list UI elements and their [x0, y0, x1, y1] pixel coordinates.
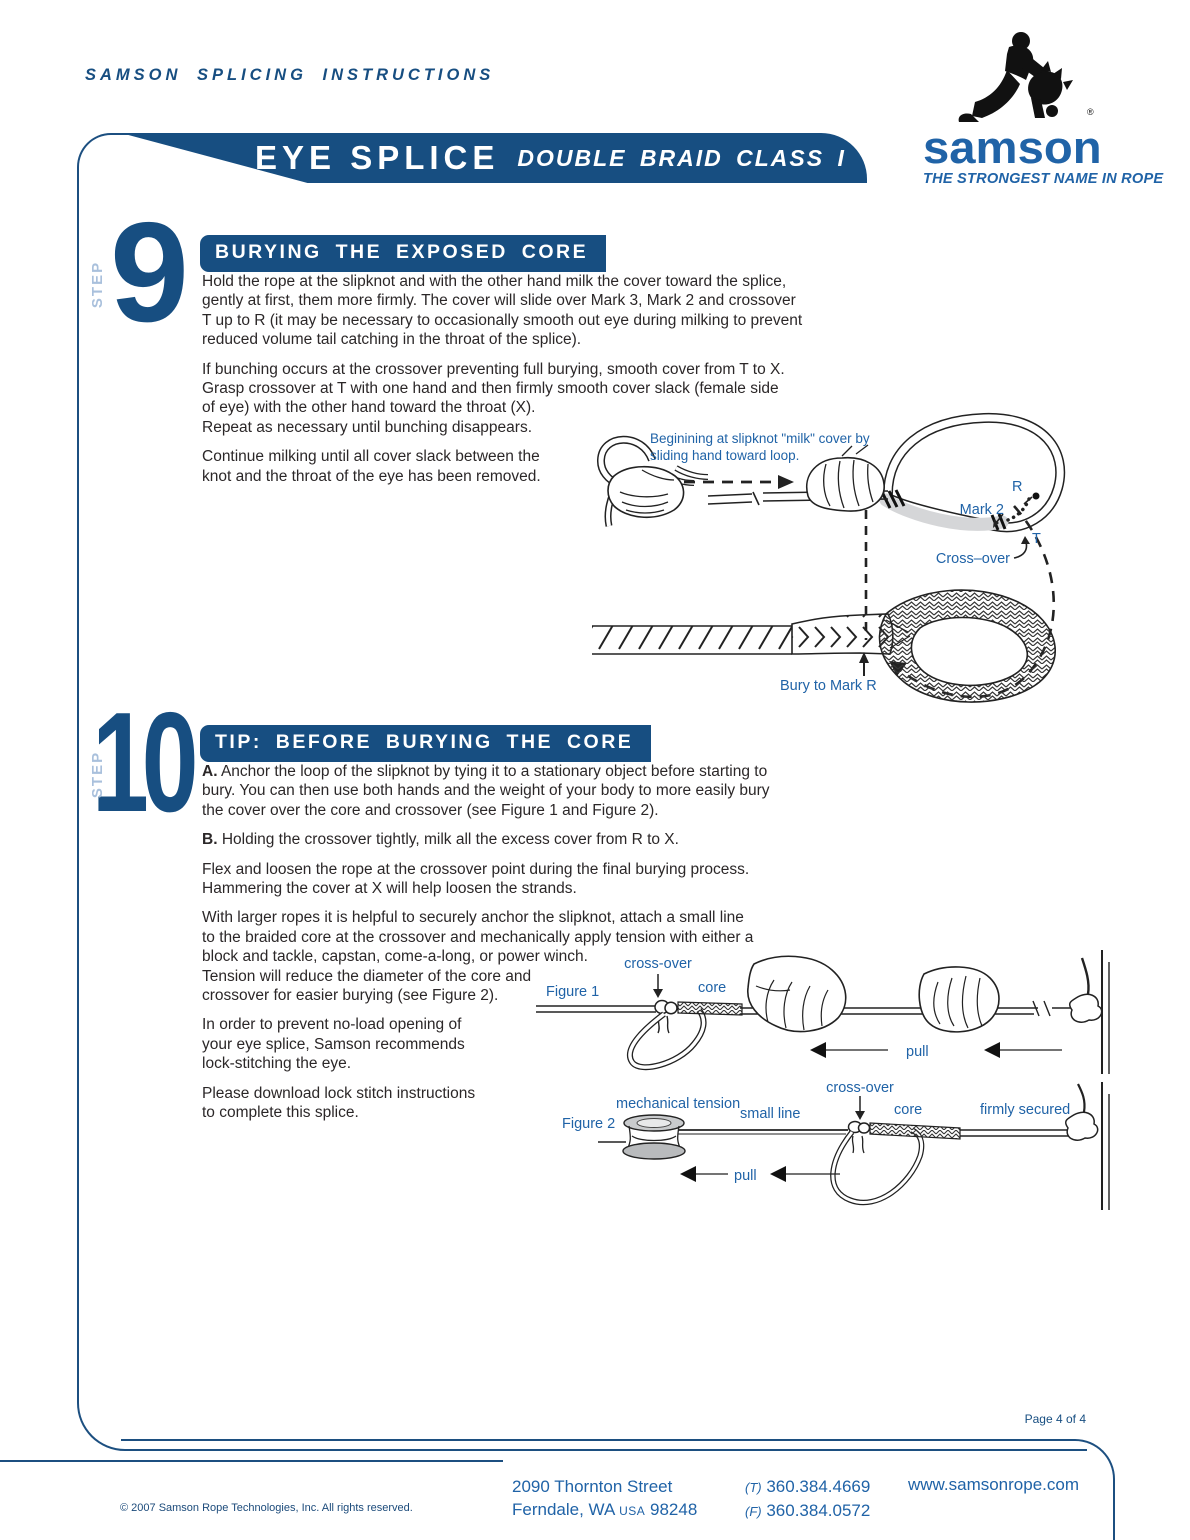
samson-wordmark: samson [923, 122, 1102, 173]
paragraph: In order to prevent no-load opening of y… [202, 1015, 842, 1073]
figure-1-core-label: core [698, 980, 726, 996]
left-hand-illustration [607, 465, 685, 519]
address-city: Ferndale, WA [512, 1500, 615, 1519]
phone-t-label: (T) [745, 1480, 762, 1495]
step-9-label: STEP [89, 260, 107, 309]
figure-2: Figure 2 mechanical tension small line c… [562, 1080, 1110, 1210]
website-url: www.samsonrope.com [908, 1475, 1080, 1494]
step-9-diagram: R Mark 2 T Cross–over Bury to Mark R [592, 412, 1066, 703]
crossover-arrow [1013, 536, 1030, 559]
phone-f-number: 360.384.0572 [766, 1501, 871, 1520]
page-title: EYE SPLICE [255, 139, 500, 176]
step-9-paragraphs: Hold the rope at the slipknot and with t… [202, 272, 842, 496]
address-zip: 98248 [650, 1500, 698, 1519]
footer-rule-short [0, 1460, 503, 1462]
figure-2-smallline-label: small line [740, 1106, 800, 1122]
title-banner: EYE SPLICE DOUBLE BRAID CLASS I [121, 133, 867, 183]
phone-t-number: 360.384.4669 [766, 1477, 871, 1496]
paragraph-text: With larger ropes it is helpful to secur… [202, 909, 754, 1005]
phone-line-f: (F) 360.384.0572 [745, 1499, 870, 1523]
address-country: USA [619, 1504, 646, 1518]
paragraph-text: If bunching occurs at the crossover prev… [202, 360, 785, 436]
phone-f-label: (F) [745, 1504, 762, 1519]
figure-1-label: Figure 1 [546, 984, 599, 1000]
step-9-heading: BURYING THE EXPOSED CORE [200, 235, 607, 272]
address-line-1: 2090 Thornton Street [512, 1477, 673, 1496]
right-hand-illustration [805, 444, 885, 512]
paragraph-text: In order to prevent no-load opening of y… [202, 1016, 465, 1073]
diagram-caption: Beginining at slipknot "milk" cover by s… [650, 431, 870, 463]
figure-2-label: Figure 2 [562, 1116, 615, 1132]
document-eyebrow: SAMSON SPLICING INSTRUCTIONS [85, 66, 495, 84]
phone-line-t: (T) 360.384.4669 [745, 1475, 870, 1499]
paragraph-text: Flex and loosen the rope at the crossove… [202, 860, 750, 898]
paragraph: Hold the rope at the slipknot and with t… [202, 272, 842, 350]
paragraph: Please download lock stitch instructions… [202, 1084, 842, 1123]
figure-2-mechanical-label: mechanical tension [616, 1096, 740, 1112]
spliced-rope-illustration [592, 589, 1057, 703]
address-block: 2090 Thornton Street Ferndale, WA USA 98… [512, 1475, 697, 1523]
label-mark2: Mark 2 [960, 502, 1004, 518]
label-bury: Bury to Mark R [780, 678, 877, 694]
figure-1-crossover-label: cross-over [624, 956, 692, 972]
paragraph-text: Anchor the loop of the slipknot by tying… [202, 763, 770, 819]
paragraph: A. Anchor the loop of the slipknot by ty… [202, 762, 842, 820]
label-crossover: Cross–over [936, 551, 1010, 567]
paragraph: Flex and loosen the rope at the crossove… [202, 860, 842, 899]
step-10-label: STEP [89, 750, 107, 799]
paragraph: With larger ropes it is helpful to secur… [202, 908, 842, 1005]
paragraph: B. Holding the crossover tightly, milk a… [202, 830, 842, 849]
step-10-heading: TIP: BEFORE BURYING THE CORE [200, 725, 652, 762]
paragraph-text: Please download lock stitch instructions… [202, 1084, 476, 1122]
paragraph-lead: A. [202, 763, 218, 780]
paragraph-text: Holding the crossover tightly, milk all … [221, 831, 679, 849]
samson-wrestler-icon: ® [958, 32, 1094, 122]
figure-1-pull-label: pull [906, 1044, 929, 1060]
figure-1: Figure 1 cross-over core pull [536, 950, 1110, 1074]
phone-block: (T) 360.384.4669 (F) 360.384.0572 [745, 1475, 870, 1523]
label-r: R [1012, 479, 1022, 495]
samson-logo: ® samson THE STRONGEST NAME IN ROPE [905, 30, 1163, 195]
copyright-text: © 2007 Samson Rope Technologies, Inc. Al… [120, 1502, 413, 1514]
figure-2-secured-label: firmly secured [980, 1102, 1070, 1118]
label-t: T [1032, 531, 1041, 547]
paragraph-text: Continue milking until all cover slack b… [202, 448, 541, 485]
figure-2-crossover-label: cross-over [826, 1080, 894, 1096]
logo-tagline: THE STRONGEST NAME IN ROPE [923, 171, 1164, 187]
paragraph: Continue milking until all cover slack b… [202, 447, 842, 486]
border-curve-top [77, 133, 139, 215]
figures-diagram: Figure 1 cross-over core pull [536, 950, 1110, 1210]
paragraph-text: Hold the rope at the slipknot and with t… [202, 273, 803, 349]
step-10-number: 10 [92, 683, 199, 842]
registered-mark: ® [1087, 107, 1094, 117]
mark2-arrow [993, 513, 1004, 528]
bury-arrow [859, 652, 869, 676]
figure-2-core-label: core [894, 1102, 922, 1118]
address-line-2: Ferndale, WA USA 98248 [512, 1498, 697, 1523]
step-9-number: 9 [110, 193, 189, 352]
figure-2-pull-label: pull [734, 1168, 757, 1184]
border-left-bottom [77, 200, 1087, 1451]
step-10-paragraphs: A. Anchor the loop of the slipknot by ty… [202, 762, 842, 1133]
footer-rule-right [121, 1439, 1115, 1540]
page-subtitle: DOUBLE BRAID CLASS I [517, 144, 846, 171]
paragraph: If bunching occurs at the crossover prev… [202, 360, 842, 438]
milk-direction-arrow [684, 475, 794, 489]
paragraph-lead: B. [202, 831, 218, 849]
